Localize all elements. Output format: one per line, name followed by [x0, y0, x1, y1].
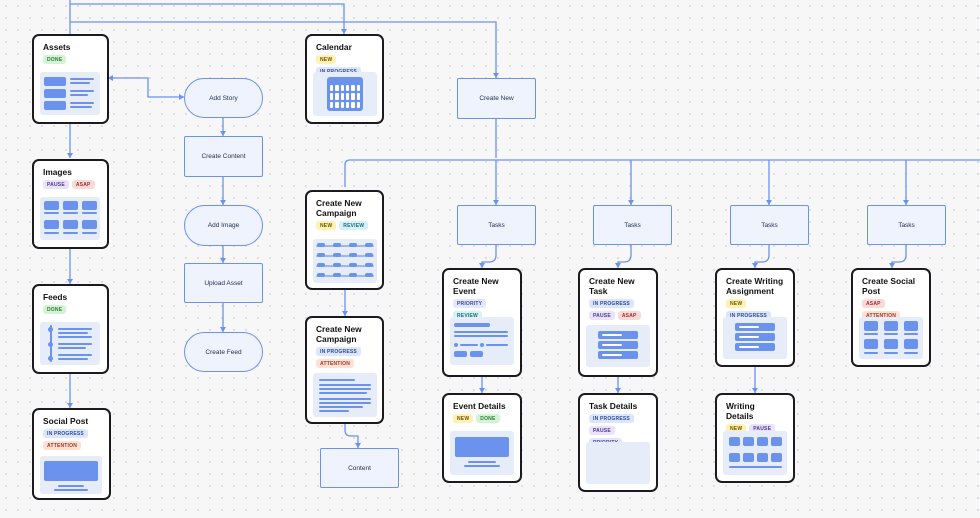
create-task-card[interactable]: Create New Task IN PROGRESS PAUSE ASAP [578, 268, 658, 377]
calendar-illustration [313, 72, 377, 116]
status-badge: NEW [316, 55, 337, 65]
create-new-node[interactable]: Create New [457, 78, 536, 119]
status-badge: ATTENTION [316, 359, 355, 369]
status-badge: REVIEW [339, 221, 369, 231]
create-event-card[interactable]: Create New Event PRIORITY REVIEW [442, 268, 522, 377]
tasks-node[interactable]: Tasks [457, 205, 536, 245]
card-illustration [450, 317, 514, 365]
card-title: Assets [43, 42, 71, 52]
card-title: Create New Event [453, 276, 499, 297]
card-illustration [859, 317, 923, 359]
content-node[interactable]: Content [320, 448, 399, 488]
create-writing-assignment-card[interactable]: Create Writing Assignment NEW IN PROGRES… [715, 268, 795, 367]
status-badge: NEW [453, 414, 474, 424]
card-title: Images [43, 167, 72, 177]
card-illustration [313, 373, 377, 417]
create-content-node[interactable]: Create Content [184, 136, 263, 177]
card-illustration [40, 72, 100, 115]
card-title: Event Details [453, 401, 506, 411]
card-illustration [723, 431, 787, 475]
writing-details-card[interactable]: Writing Details NEW PAUSE [715, 393, 795, 483]
tasks-node[interactable]: Tasks [867, 205, 946, 245]
status-badge: ASAP [617, 311, 641, 321]
status-badge: DONE [43, 55, 67, 65]
tasks-node[interactable]: Tasks [730, 205, 809, 245]
create-campaign-card[interactable]: Create New Campaign NEW REVIEW [305, 190, 384, 290]
status-badge: ASAP [71, 180, 95, 190]
card-title: Social Post [43, 416, 89, 426]
status-badge: PAUSE [589, 311, 615, 321]
status-badge: IN PROGRESS [316, 347, 361, 357]
card-illustration [586, 325, 650, 367]
add-story-node[interactable]: Add Story [184, 78, 263, 118]
status-badge: IN PROGRESS [589, 414, 634, 424]
feeds-card[interactable]: Feeds DONE [32, 284, 109, 374]
card-title: Create New Task [589, 276, 635, 297]
card-illustration [450, 431, 514, 475]
card-title: Task Details [589, 401, 638, 411]
card-title: Calendar [316, 42, 352, 52]
create-social-post-card[interactable]: Create Social Post ASAP ATTENTION [851, 268, 931, 367]
card-title: Create New Campaign [316, 324, 362, 345]
upload-asset-node[interactable]: Upload Asset [184, 263, 263, 303]
status-badge: PAUSE [749, 424, 776, 434]
status-badge: NEW [726, 424, 747, 434]
assets-card[interactable]: Assets DONE [32, 34, 109, 124]
card-title: Create Writing Assignment [726, 276, 784, 297]
card-title: Create New Campaign [316, 198, 362, 219]
status-badge: ASAP [862, 299, 885, 309]
card-illustration [313, 239, 377, 283]
card-illustration [40, 322, 100, 365]
status-badge: DONE [43, 305, 67, 315]
event-details-card[interactable]: Event Details NEW DONE [442, 393, 522, 483]
status-badge: IN PROGRESS [316, 67, 361, 77]
task-details-card[interactable]: Task Details IN PROGRESS PAUSE PRIORITY [578, 393, 658, 492]
social-post-card[interactable]: Social Post IN PROGRESS ATTENTION [32, 408, 111, 500]
status-badge: IN PROGRESS [726, 311, 771, 321]
status-badge: IN PROGRESS [589, 299, 634, 309]
card-illustration [40, 456, 102, 494]
status-badge: DONE [476, 414, 500, 424]
status-badge: NEW [316, 221, 337, 231]
tasks-node[interactable]: Tasks [593, 205, 672, 245]
create-campaign-card[interactable]: Create New Campaign IN PROGRESS ATTENTIO… [305, 316, 384, 424]
calendar-card[interactable]: Calendar NEW IN PROGRESS [305, 34, 384, 124]
status-badge: NEW [726, 299, 747, 309]
create-feed-node[interactable]: Create Feed [184, 332, 263, 372]
status-badge: PAUSE [43, 180, 69, 190]
card-illustration [723, 317, 787, 359]
add-image-node[interactable]: Add Image [184, 205, 263, 246]
status-badge: PAUSE [589, 426, 615, 436]
status-badge: ATTENTION [43, 441, 82, 451]
card-illustration [586, 442, 650, 484]
images-card[interactable]: Images PAUSE ASAP [32, 159, 109, 249]
status-badge: REVIEW [453, 311, 482, 321]
card-title: Create Social Post [862, 276, 916, 297]
card-illustration [40, 197, 100, 240]
card-title: Writing Details [726, 401, 755, 422]
card-title: Feeds [43, 292, 68, 302]
status-badge: IN PROGRESS [43, 429, 88, 439]
status-badge: ATTENTION [862, 311, 901, 321]
status-badge: PRIORITY [453, 299, 487, 309]
